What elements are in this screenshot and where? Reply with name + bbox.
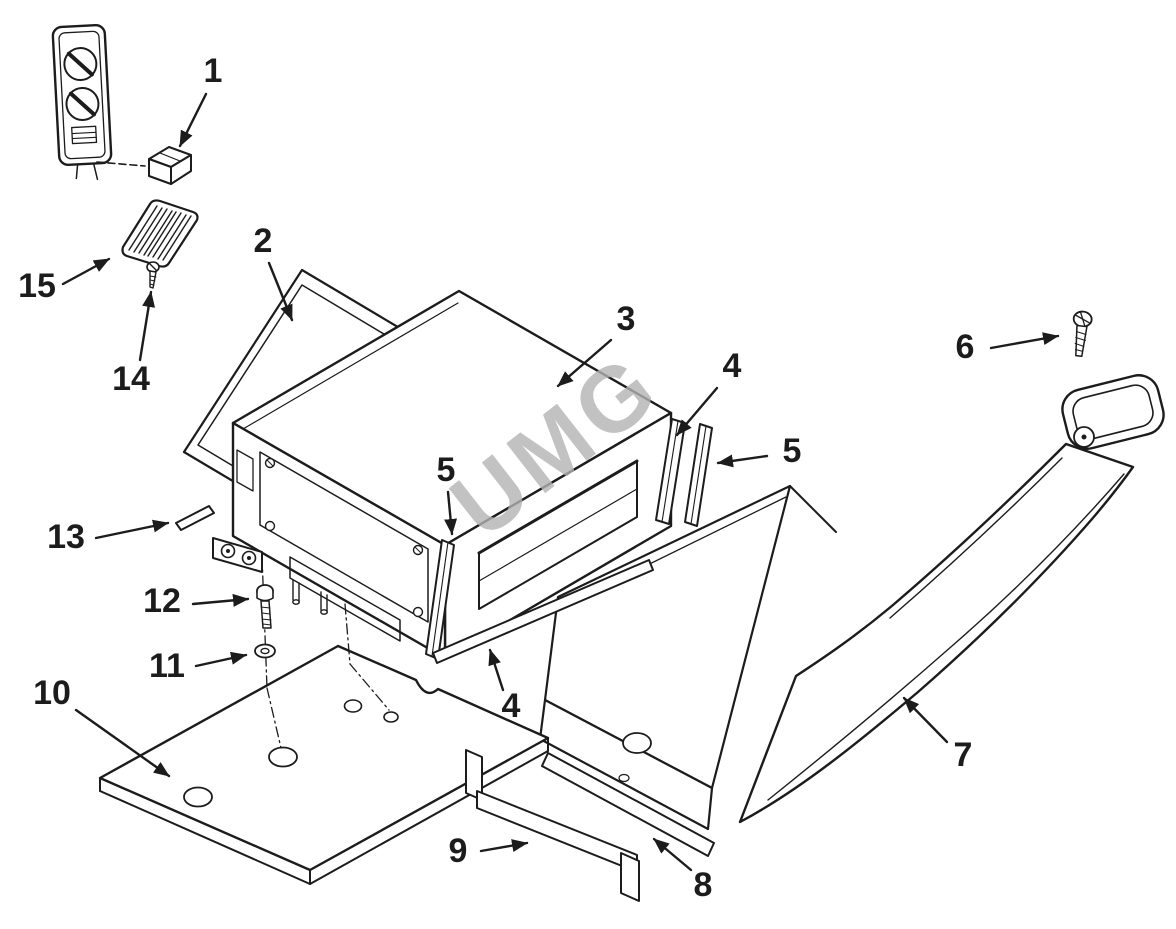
- callout-2: 2: [254, 222, 294, 322]
- callout-4b: 4: [488, 648, 521, 725]
- svg-text:3: 3: [617, 300, 636, 338]
- part-4-seal-strip-bottom: [432, 559, 654, 664]
- callout-4a: 4: [675, 347, 742, 437]
- duct-arm: [738, 442, 1135, 824]
- svg-text:12: 12: [143, 582, 181, 620]
- callout-15: 15: [18, 257, 111, 305]
- part-11-washer: [254, 643, 276, 659]
- part-3-main-unit: [231, 289, 673, 660]
- callout-1: 1: [178, 52, 223, 148]
- part-1-clip: [148, 146, 192, 185]
- mounting-studs: [292, 579, 328, 615]
- part-8-seal-strip: [541, 752, 715, 857]
- callout-7: 7: [902, 696, 973, 774]
- callout-12: 12: [143, 582, 250, 620]
- part-faceplate: [51, 23, 113, 181]
- svg-text:6: 6: [956, 328, 975, 366]
- callout-5a: 5: [716, 432, 802, 470]
- svg-text:1: 1: [204, 52, 223, 90]
- callout-5b: 5: [437, 451, 458, 536]
- part-15-grille: [121, 199, 199, 268]
- part-9-channel-bracket: [465, 749, 640, 902]
- svg-text:7: 7: [954, 736, 973, 774]
- part-10-mounting-plate: [98, 644, 550, 885]
- svg-text:11: 11: [149, 647, 185, 685]
- part-13-strip: [175, 505, 215, 531]
- svg-text:10: 10: [33, 674, 71, 712]
- callout-6: 6: [956, 328, 1060, 366]
- callouts-layer: 1 2 3 4 5 5 4: [18, 52, 1060, 904]
- svg-text:14: 14: [112, 360, 150, 398]
- svg-text:8: 8: [694, 866, 713, 904]
- svg-text:5: 5: [437, 451, 456, 489]
- artwork-layer: UMG 1 2 3 4 5 5: [18, 23, 1165, 904]
- duct-scoop: [538, 484, 837, 831]
- callout-3: 3: [556, 300, 636, 388]
- callout-11: 11: [149, 647, 248, 685]
- svg-text:2: 2: [254, 222, 273, 260]
- part-hinge-bracket: [212, 537, 263, 573]
- part-5-seal-strip-right: [684, 423, 713, 527]
- callout-13: 13: [47, 518, 170, 556]
- callout-8: 8: [652, 837, 713, 904]
- part-6-screw: [1072, 310, 1093, 357]
- callout-10: 10: [33, 674, 171, 778]
- part-7-duct: [538, 374, 1165, 831]
- callout-9: 9: [449, 832, 529, 870]
- svg-text:4: 4: [723, 347, 742, 385]
- svg-text:4: 4: [502, 687, 521, 725]
- callout-14: 14: [112, 290, 156, 398]
- svg-text:5: 5: [783, 432, 802, 470]
- svg-text:9: 9: [449, 832, 468, 870]
- part-12-bolt: [256, 584, 274, 629]
- part-14-screw: [146, 261, 160, 289]
- svg-text:13: 13: [47, 518, 85, 556]
- leader-dashed-line: [96, 161, 146, 167]
- svg-text:15: 15: [18, 267, 56, 305]
